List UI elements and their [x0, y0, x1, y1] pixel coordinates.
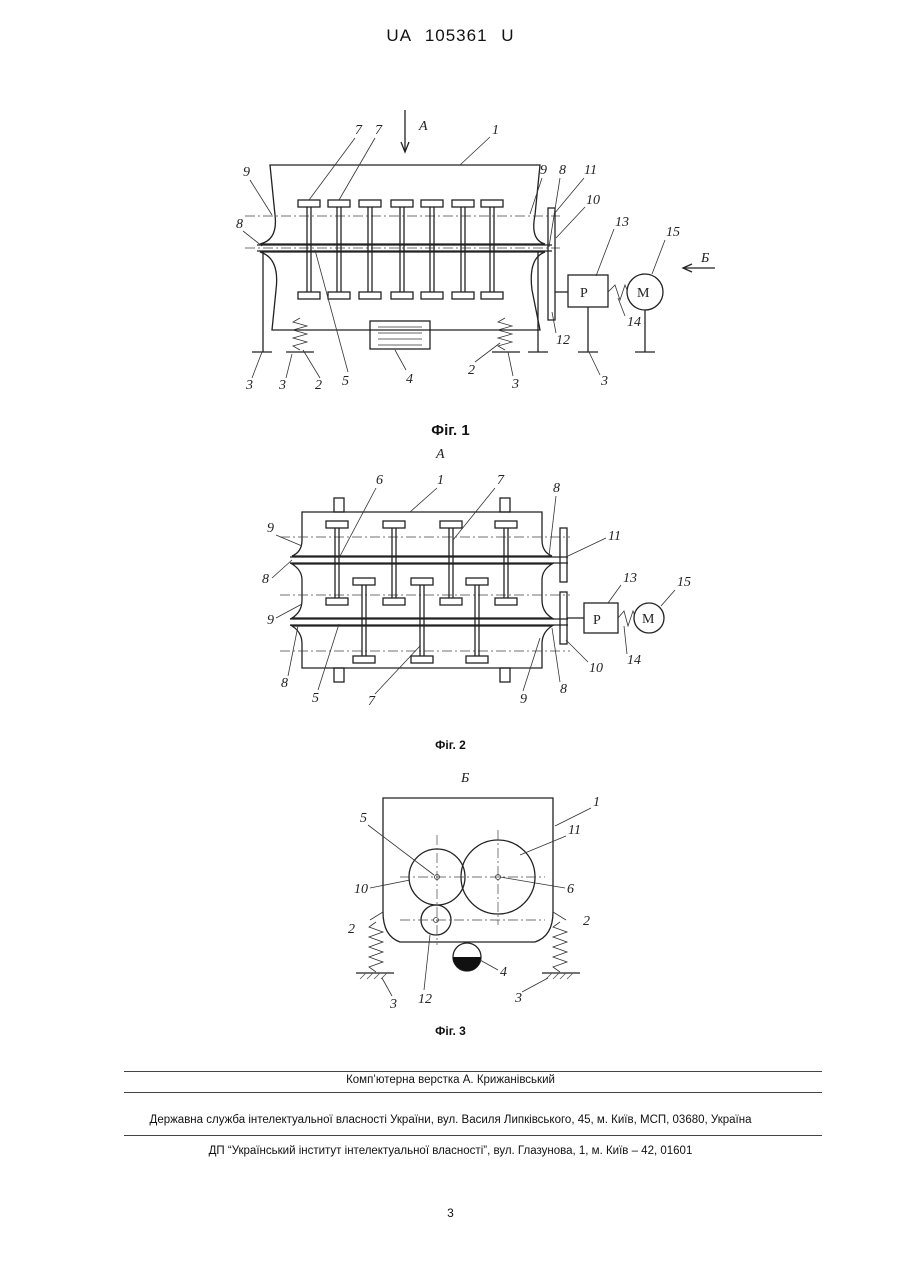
svg-text:10: 10	[589, 661, 603, 676]
svg-text:10: 10	[354, 882, 368, 897]
svg-text:3: 3	[514, 991, 522, 1006]
svg-text:11: 11	[584, 163, 597, 178]
svg-text:8: 8	[262, 572, 269, 587]
svg-text:15: 15	[666, 225, 680, 240]
svg-text:5: 5	[342, 374, 349, 389]
footer-rule-3	[124, 1135, 822, 1136]
fig1-arrow-b-letter: Б	[700, 251, 709, 266]
svg-text:10: 10	[586, 193, 600, 208]
svg-text:12: 12	[556, 333, 570, 348]
service-address: Державна служба інтелектуальної власност…	[0, 1114, 901, 1126]
fig2-view-title: A	[435, 447, 445, 462]
svg-text:13: 13	[623, 571, 637, 586]
fig3-view-title: Б	[460, 771, 469, 786]
svg-text:7: 7	[368, 694, 376, 709]
svg-text:8: 8	[560, 682, 567, 697]
svg-text:9: 9	[520, 692, 527, 707]
svg-text:7: 7	[497, 473, 505, 488]
svg-text:14: 14	[627, 653, 641, 668]
fig2-paddles	[326, 521, 517, 663]
figure-2-drawing: A P M 6 1 7 8 9 11	[0, 445, 901, 720]
svg-text:8: 8	[236, 217, 243, 232]
fig1-arrow-a-letter: A	[418, 119, 428, 134]
svg-text:7: 7	[375, 123, 383, 138]
svg-text:3: 3	[600, 374, 608, 389]
svg-text:9: 9	[267, 521, 274, 536]
svg-text:2: 2	[315, 378, 322, 393]
svg-text:15: 15	[677, 575, 691, 590]
svg-text:8: 8	[553, 481, 560, 496]
svg-text:11: 11	[568, 823, 581, 838]
svg-text:14: 14	[627, 315, 641, 330]
fig1-motor-letter: M	[637, 286, 650, 301]
svg-text:8: 8	[281, 676, 288, 691]
svg-text:4: 4	[406, 372, 413, 387]
fig3-callouts: 5 1 11 10 6 2 2 4 12 3 3	[348, 795, 600, 1012]
institute-address: ДП “Український інститут інтелектуальної…	[0, 1145, 901, 1157]
figure-3-caption: Фіг. 3	[0, 1024, 901, 1038]
svg-text:7: 7	[355, 123, 363, 138]
svg-text:13: 13	[615, 215, 629, 230]
svg-text:9: 9	[243, 165, 250, 180]
svg-text:3: 3	[245, 378, 253, 393]
svg-text:2: 2	[468, 363, 475, 378]
fig1-paddles	[298, 200, 503, 299]
svg-text:1: 1	[437, 473, 444, 488]
svg-text:9: 9	[267, 613, 274, 628]
svg-text:1: 1	[593, 795, 600, 810]
fig2-reducer-letter: P	[593, 613, 601, 628]
page-number: 3	[0, 1206, 901, 1220]
svg-text:3: 3	[278, 378, 286, 393]
patent-number-header: UA 105361 U	[0, 26, 901, 46]
svg-text:2: 2	[348, 922, 355, 937]
svg-text:3: 3	[389, 997, 397, 1012]
figure-1-caption: Фіг. 1	[0, 422, 901, 439]
fig2-motor-letter: M	[642, 612, 655, 627]
svg-text:11: 11	[608, 529, 621, 544]
svg-text:6: 6	[376, 473, 383, 488]
svg-text:3: 3	[511, 377, 519, 392]
svg-text:12: 12	[418, 992, 432, 1007]
fig2-callouts: 6 1 7 8 9 11 8 13 15 9 14 8 10 5 7 9 8	[262, 473, 691, 709]
footer-rule-1	[124, 1071, 822, 1072]
fig1-reducer-letter: P	[580, 286, 588, 301]
svg-text:5: 5	[360, 811, 367, 826]
svg-text:5: 5	[312, 691, 319, 706]
svg-text:4: 4	[500, 965, 507, 980]
svg-text:9: 9	[540, 163, 547, 178]
svg-text:1: 1	[492, 123, 499, 138]
figure-3-drawing: Б 5 1 11 10 6 2 2 4 12 3	[0, 765, 901, 1035]
layout-credit: Комп’ютерна верстка А. Крижанівський	[0, 1074, 901, 1086]
figure-2-caption: Фіг. 2	[0, 738, 901, 752]
svg-text:2: 2	[583, 914, 590, 929]
svg-text:6: 6	[567, 882, 574, 897]
footer-rule-2	[124, 1092, 822, 1093]
svg-text:8: 8	[559, 163, 566, 178]
